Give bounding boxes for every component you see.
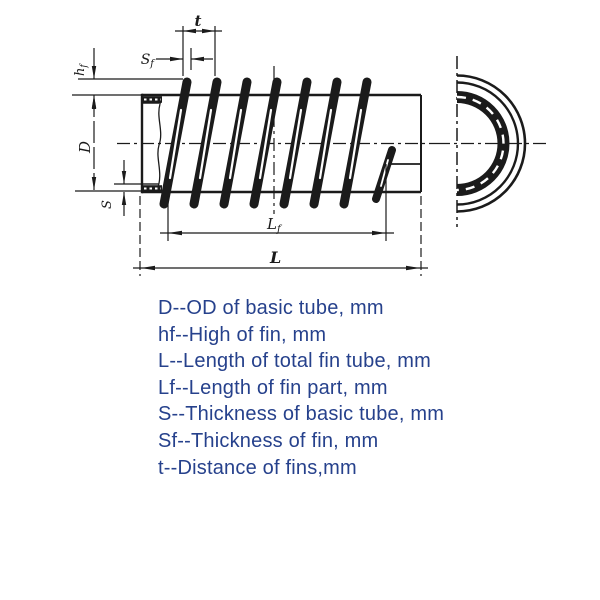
fin-partial-end [372,146,396,203]
svg-text:D: D [76,141,94,154]
dim-sf-label: Sf [141,52,157,70]
end-view-fin-tip-arc [456,81,520,206]
dim-hf-label: hf [73,63,90,76]
dim-sf-arrow-right [191,56,204,62]
end-view-dashed-arc [456,95,505,192]
tube-wall-section-hatch [143,96,162,192]
dim-t-label: t [195,12,202,30]
dim-lf-arrow-right [372,230,386,236]
dim-t-arrow-left [183,28,196,34]
dim-s-arrow-top [121,171,127,184]
dim-hf-arrow-top [91,66,97,79]
legend-line-hf: hf--High of fin, mm [158,323,327,346]
dim-t-arrow-right [202,28,215,34]
legend-line-d: D--OD of basic tube, mm [158,297,384,319]
end-view-outer-arc [456,74,527,213]
wall-hatch-bottom [143,185,162,192]
fin [309,77,342,209]
dim-s-arrow-bottom [121,192,127,205]
wall-hatch-top [143,96,162,103]
fin [249,77,282,209]
legend-line-l: L--Length of total fin tube, mm [158,350,432,373]
dim-d-arrow-bottom [91,177,97,190]
dim-sf [156,48,213,70]
helical-fins [159,77,396,209]
fin [279,77,312,209]
dim-sf-arrow-left [170,56,183,62]
svg-text:S: S [100,200,115,209]
legend: D--OD of basic tube, mm hf--High of fin,… [158,295,444,481]
dim-d-label: D [76,141,94,154]
tube-break-wavy-line [156,103,162,191]
legend-line-t: t--Distance of fins,mm [158,456,357,479]
tube-end-view [456,74,527,213]
fin [159,77,192,209]
dim-d [75,95,142,192]
legend-line-sf: Sf--Thickness of fin, mm [158,429,379,452]
legend-line-s: S--Thickness of basic tube, mm [158,403,445,426]
dim-lf-label: Lf [266,215,283,235]
legend-line-lf: Lf--Length of fin part, mm [158,376,388,399]
dim-l-arrow-left [141,265,155,271]
fin [219,77,252,209]
dim-lf-arrow-left [168,230,182,236]
dim-s [114,160,143,216]
dim-s-label: S [100,200,115,209]
dim-l-label: L [269,248,281,267]
dim-t [175,26,222,76]
dim-d-arrow-top [91,96,97,109]
fin [189,77,222,209]
svg-text:hf: hf [73,63,90,76]
dim-lf [160,164,394,241]
dim-hf [72,48,183,108]
dim-l [133,196,428,276]
dim-l-arrow-right [406,265,420,271]
fin [339,77,372,209]
